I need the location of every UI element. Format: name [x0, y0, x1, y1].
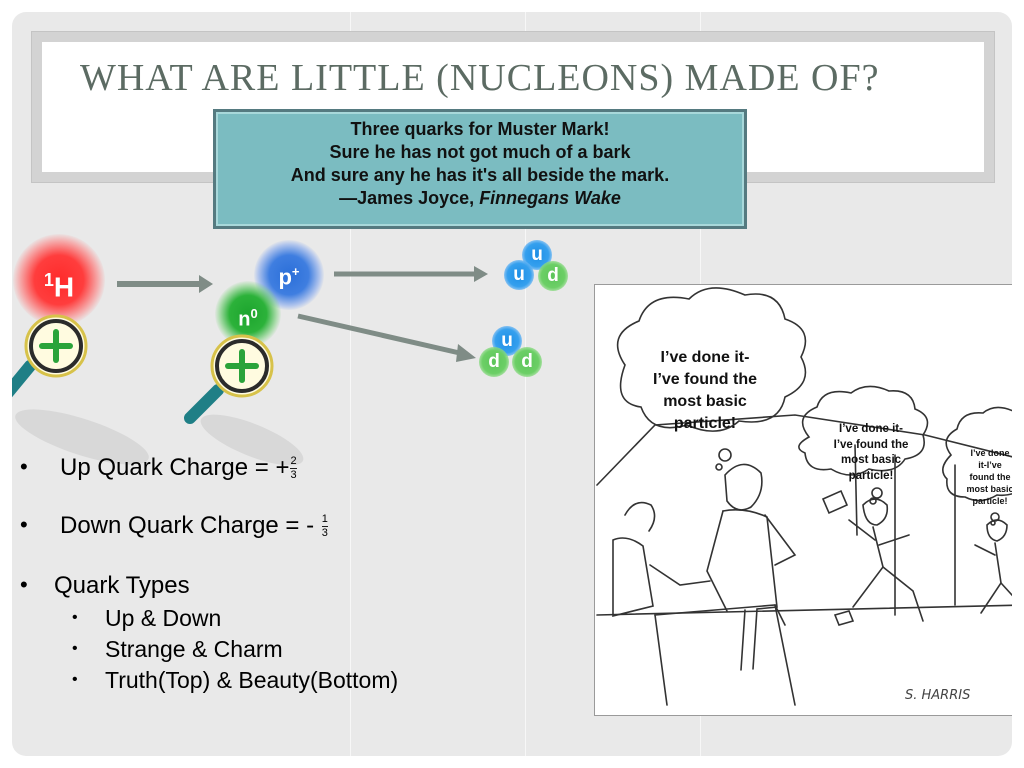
quark-type-item: • Up & Down [72, 605, 221, 632]
bullet-dot: • [72, 640, 78, 657]
bubble-line: I’ve done it- [660, 349, 750, 366]
bubble-line: most basic [966, 484, 1012, 494]
arrow-icon [334, 266, 488, 282]
joyce-quote-box: Three quarks for Muster Mark! Sure he ha… [213, 109, 747, 229]
cartoon-image: S. HARRIS I’ve done it- I’ve found the m… [594, 284, 1012, 716]
fraction-numerator: 1 [321, 513, 328, 528]
quote-line-2: Sure he has not got much of a bark [329, 142, 631, 162]
quote-attribution: —James Joyce, Finnegans Wake [216, 187, 744, 210]
plus-magnifier-icon [184, 334, 274, 424]
down-quark: d [479, 347, 509, 377]
quote-author: —James Joyce, [339, 188, 475, 208]
plus-magnifier-icon [12, 314, 88, 398]
bubble-line: particle! [848, 469, 894, 482]
quark-type-label: Truth(Top) & Beauty(Bottom) [105, 667, 399, 693]
bubble-line: most basic [840, 454, 902, 466]
arrow-icon [297, 313, 476, 362]
quark-type-item: • Truth(Top) & Beauty(Bottom) [72, 667, 398, 694]
bullet-dot: • [72, 671, 78, 688]
bullet-dot: • [20, 512, 28, 537]
fraction-denominator: 3 [321, 527, 328, 540]
down-quark-charge-label: Down Quark Charge = - [60, 512, 321, 539]
proton-charge: + [291, 264, 300, 279]
quark-type-label: Up & Down [105, 605, 222, 631]
down-quark: d [512, 347, 542, 377]
neutron-symbol: n [238, 308, 251, 331]
slide: WHAT ARE LITTLE (NUCLEONS) MADE OF? Thre… [12, 12, 1012, 756]
quark-type-label: Strange & Charm [105, 636, 283, 662]
bubble-line: found the [969, 472, 1011, 482]
quote-line-1: Three quarks for Muster Mark! [350, 119, 610, 139]
background-line [350, 12, 351, 756]
hydrogen-atom: 1H [13, 234, 105, 326]
quote-line-3: And sure any he has it's all beside the … [290, 165, 670, 185]
magnifier-shadow [15, 409, 304, 466]
medium-thought-bubble: I’ve done it- I’ve found the most basic … [813, 422, 929, 484]
proton-symbol: p [278, 264, 292, 290]
fraction-denominator: 3 [290, 469, 297, 482]
up-quark: u [504, 260, 534, 290]
up-quark-charge-label: Up Quark Charge = + [60, 454, 290, 481]
fraction-numerator: 2 [290, 455, 297, 470]
bubble-line: I’ve found the [833, 438, 909, 451]
small-thought-bubble: I’ve done it-I’ve found the most basic p… [957, 447, 1012, 507]
down-quark: d [538, 261, 568, 291]
quark-types-label: Quark Types [54, 572, 190, 599]
hydrogen-symbol: H [53, 271, 75, 303]
bubble-line: I’ve done it- [839, 423, 903, 435]
cartoon-signature: S. HARRIS [905, 688, 970, 703]
background-line [525, 12, 526, 756]
quark-type-item: • Strange & Charm [72, 636, 283, 663]
quark-types-bullet: • Quark Types [20, 572, 190, 600]
bubble-line: particle! [972, 496, 1008, 506]
slide-title: WHAT ARE LITTLE (NUCLEONS) MADE OF? [80, 57, 880, 99]
bubble-line: most basic [663, 393, 747, 410]
bubble-line: I’ve done [970, 448, 1010, 458]
quote-work-title: Finnegans Wake [479, 188, 621, 208]
hydrogen-mass-number: 1 [43, 270, 54, 290]
title-frame [31, 31, 995, 183]
bubble-line: particle! [673, 415, 737, 432]
bubble-line: it-I’ve [978, 460, 1002, 470]
bullet-dot: • [20, 454, 28, 479]
neutron-charge: 0 [250, 306, 258, 321]
bullet-dot: • [72, 609, 78, 626]
large-thought-bubble: I’ve done it- I’ve found the most basic … [625, 347, 785, 435]
bubble-line: I’ve found the [653, 371, 757, 388]
cartoon-drawing: S. HARRIS [596, 287, 1012, 706]
arrow-icon [117, 275, 213, 293]
bullet-dot: • [20, 572, 28, 597]
